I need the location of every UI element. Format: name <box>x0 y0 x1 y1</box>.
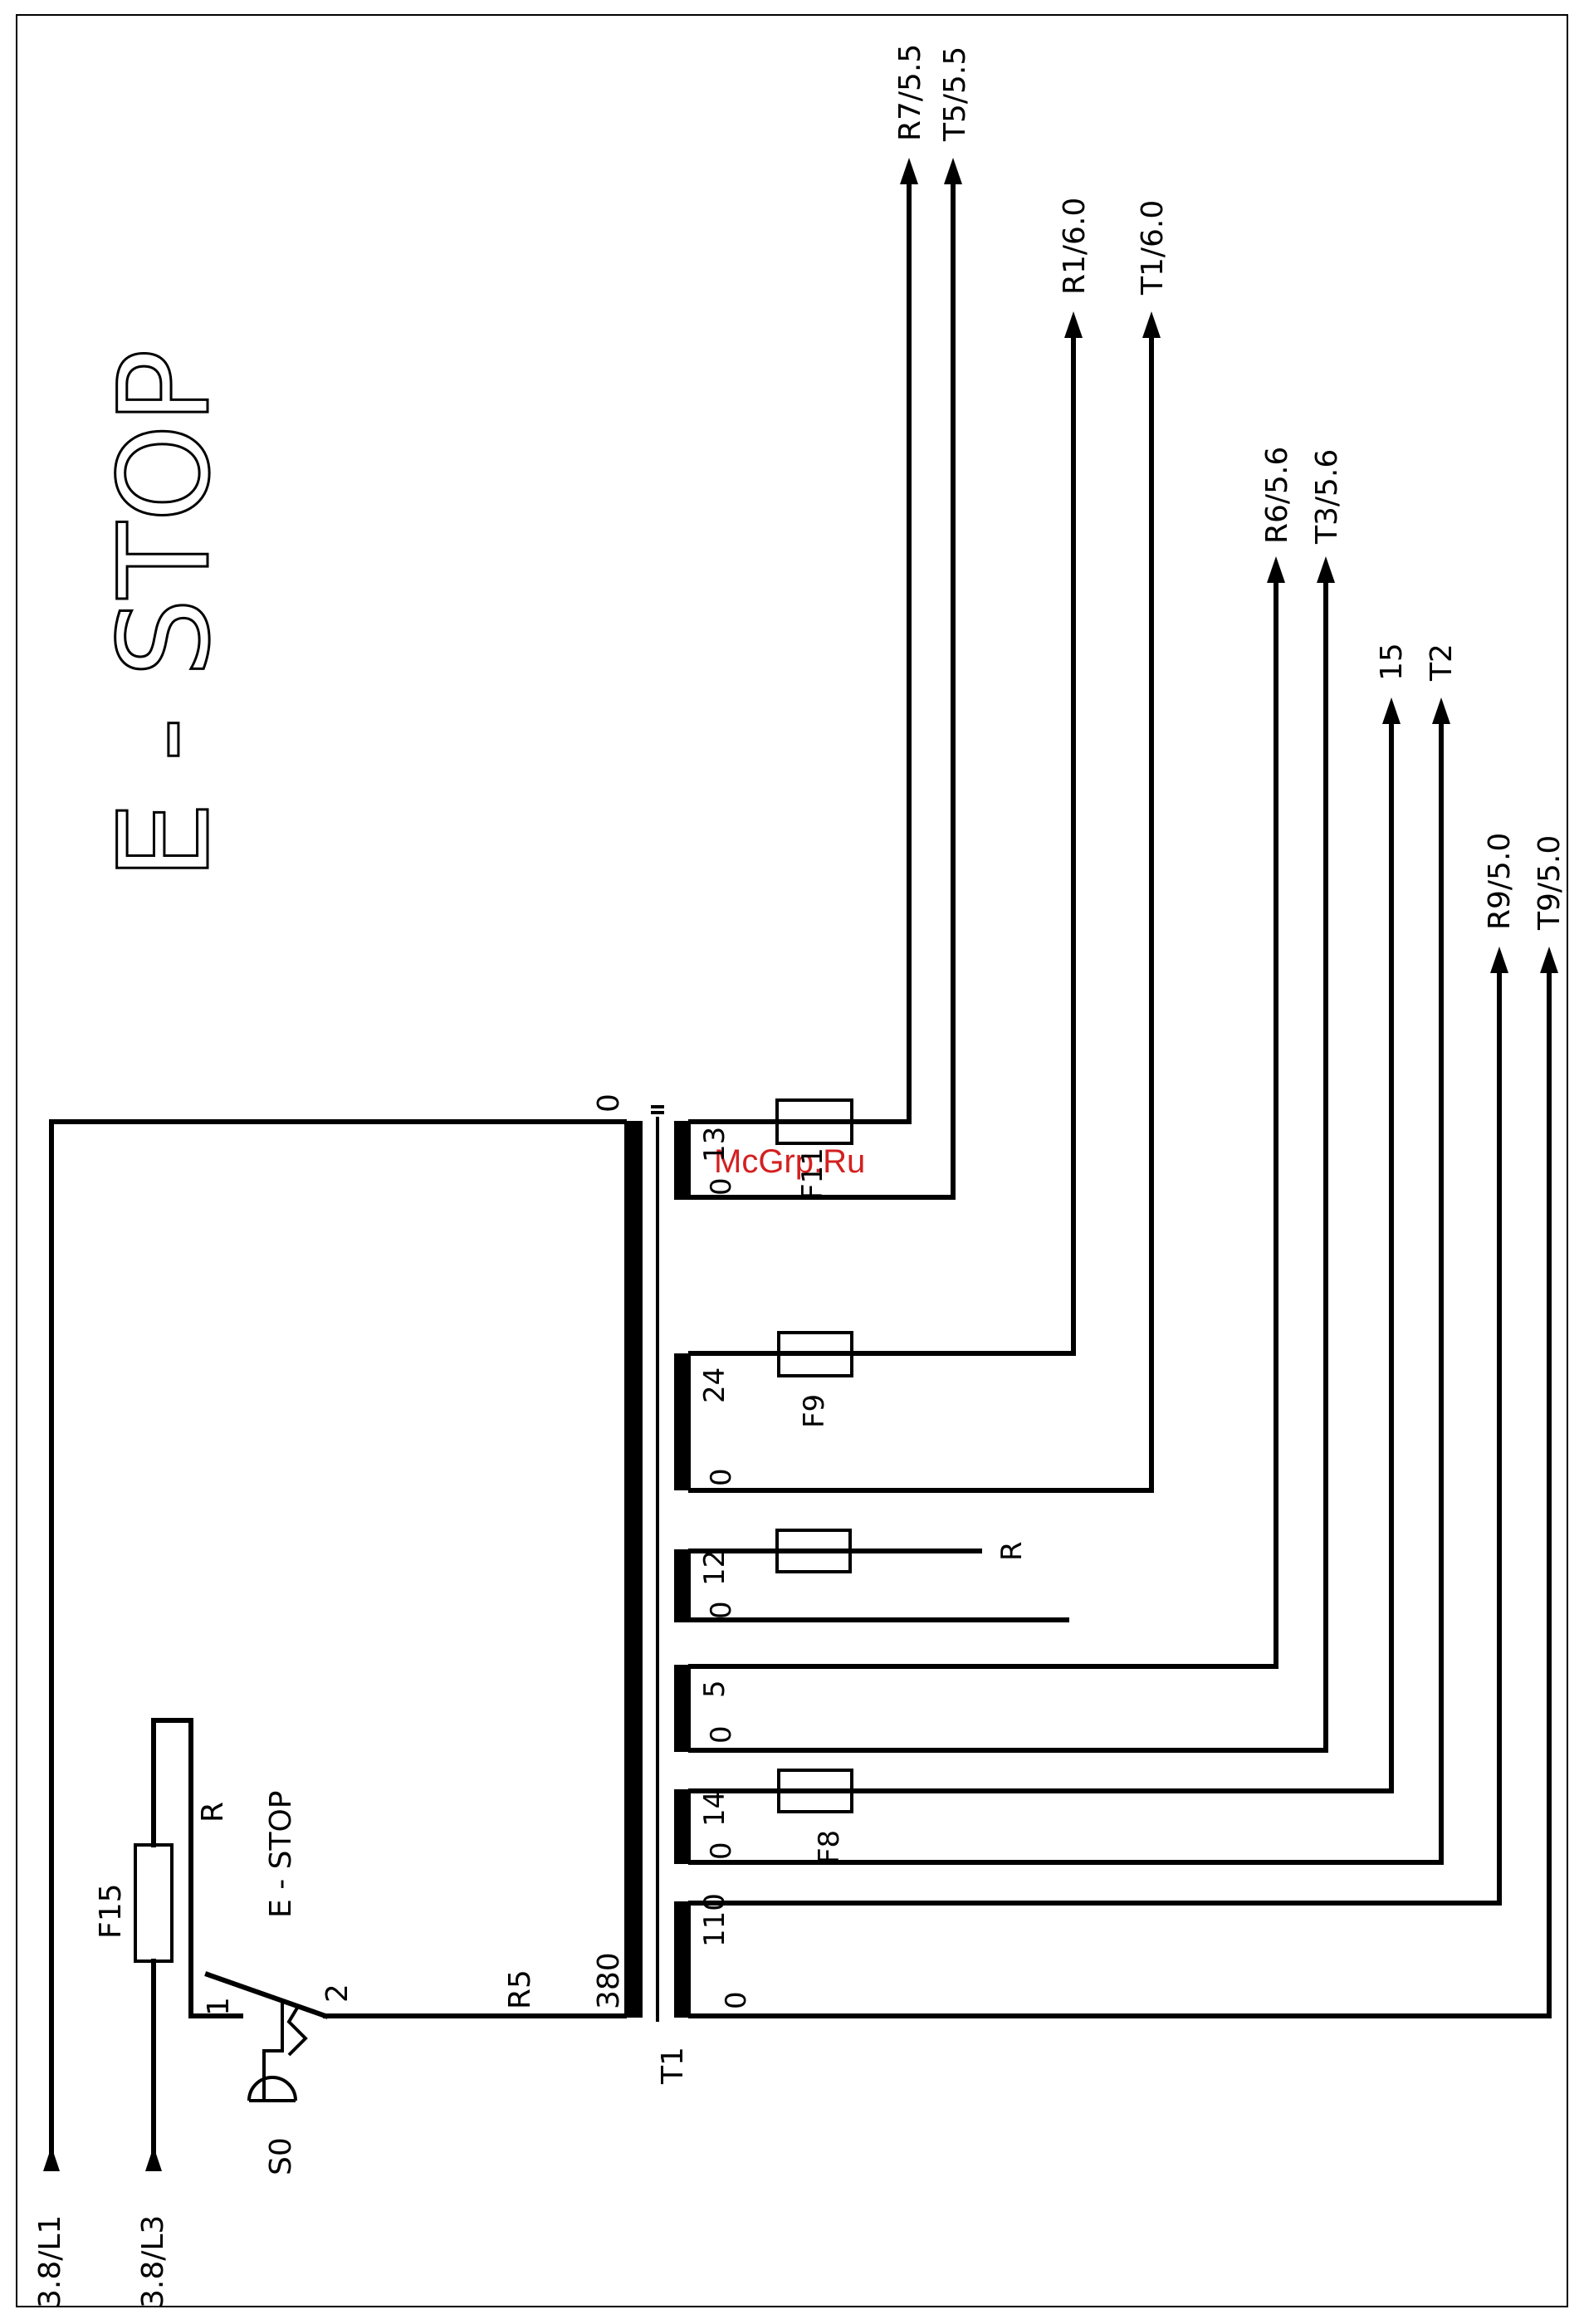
output-r7: R7/5.5 <box>893 44 927 141</box>
tap-12: 12 <box>698 1550 731 1586</box>
secondary-winding-14 <box>674 1789 691 1864</box>
arrow-t3 <box>1317 556 1335 583</box>
estop-actuator <box>264 2001 282 2101</box>
arrow-r1 <box>1064 311 1083 338</box>
end-label-r: R <box>995 1541 1029 1561</box>
tap-0: 0 <box>720 1991 753 2009</box>
estop-s0-label: S0 <box>264 2137 298 2175</box>
input-l3: 3.8/L3 <box>136 2215 170 2308</box>
output-r1: R1/6.0 <box>1058 198 1092 295</box>
tap-0: 0 <box>705 1601 738 1619</box>
estop-mushroom-head <box>249 2077 296 2101</box>
arrow-15 <box>1382 697 1401 724</box>
arrow-t2 <box>1432 697 1450 724</box>
primary-tap-r5: R5 <box>503 1969 537 2009</box>
arrow-l1 <box>43 2146 60 2171</box>
secondary-winding-110 <box>674 1901 691 2018</box>
arrow-t1 <box>1142 311 1161 338</box>
secondary-winding-5 <box>674 1665 691 1752</box>
arrow-l3 <box>145 2146 162 2171</box>
transformer-primary-winding <box>624 1121 643 2018</box>
tap-13: 13 <box>698 1127 731 1162</box>
estop-switch-label: E - STOP <box>264 1790 298 1918</box>
output-15: 15 <box>1375 643 1409 681</box>
tap-0: 0 <box>705 1177 738 1196</box>
fuse-f15-label: F15 <box>94 1883 128 1939</box>
tap-24: 24 <box>698 1367 731 1403</box>
output-r6: R6/5.6 <box>1260 447 1294 544</box>
primary-tap-380: 380 <box>592 1952 626 2009</box>
tap-0: 0 <box>705 1725 738 1744</box>
transformer-label: T1 <box>656 2047 690 2085</box>
arrow-r9 <box>1490 947 1508 973</box>
output-t1: T1/6.0 <box>1136 200 1170 296</box>
output-r9: R9/5.0 <box>1483 833 1517 930</box>
page-title: E - STOP <box>93 349 237 880</box>
estop-spring <box>289 2005 306 2055</box>
tap-14: 14 <box>698 1791 731 1827</box>
pin2-label: 2 <box>320 1984 354 2003</box>
fuse-f15 <box>135 1845 172 1961</box>
output-t3: T3/5.6 <box>1310 449 1344 545</box>
watermark: McGrp.Ru <box>714 1143 865 1180</box>
primary-tap-0: 0 <box>592 1094 626 1113</box>
arrow-t9 <box>1540 947 1558 973</box>
fuse-f11-label: F11 <box>796 1147 829 1200</box>
input-l1: 3.8/L1 <box>33 2215 67 2308</box>
tap-0: 0 <box>705 1468 738 1486</box>
tap-5: 5 <box>698 1680 731 1698</box>
arrow-r6 <box>1267 556 1285 583</box>
fuse-f8-label: F8 <box>813 1830 846 1864</box>
secondary-winding-13 <box>674 1121 691 1200</box>
output-t9: T9/5.0 <box>1533 835 1567 931</box>
secondary-winding-24 <box>674 1353 691 1490</box>
arrow-r7 <box>900 158 918 184</box>
pin1-label: 1 <box>202 1997 236 2016</box>
secondary-winding-12 <box>674 1549 691 1622</box>
output-t5: T5/5.5 <box>938 46 972 142</box>
terminal-r-label: R <box>196 1802 230 1823</box>
fuse-f9-label: F9 <box>798 1394 831 1428</box>
wire-f15-switch <box>154 1720 241 2016</box>
tap-0: 0 <box>705 1842 738 1860</box>
output-t2: T2 <box>1425 643 1459 682</box>
arrow-t5 <box>944 158 962 184</box>
